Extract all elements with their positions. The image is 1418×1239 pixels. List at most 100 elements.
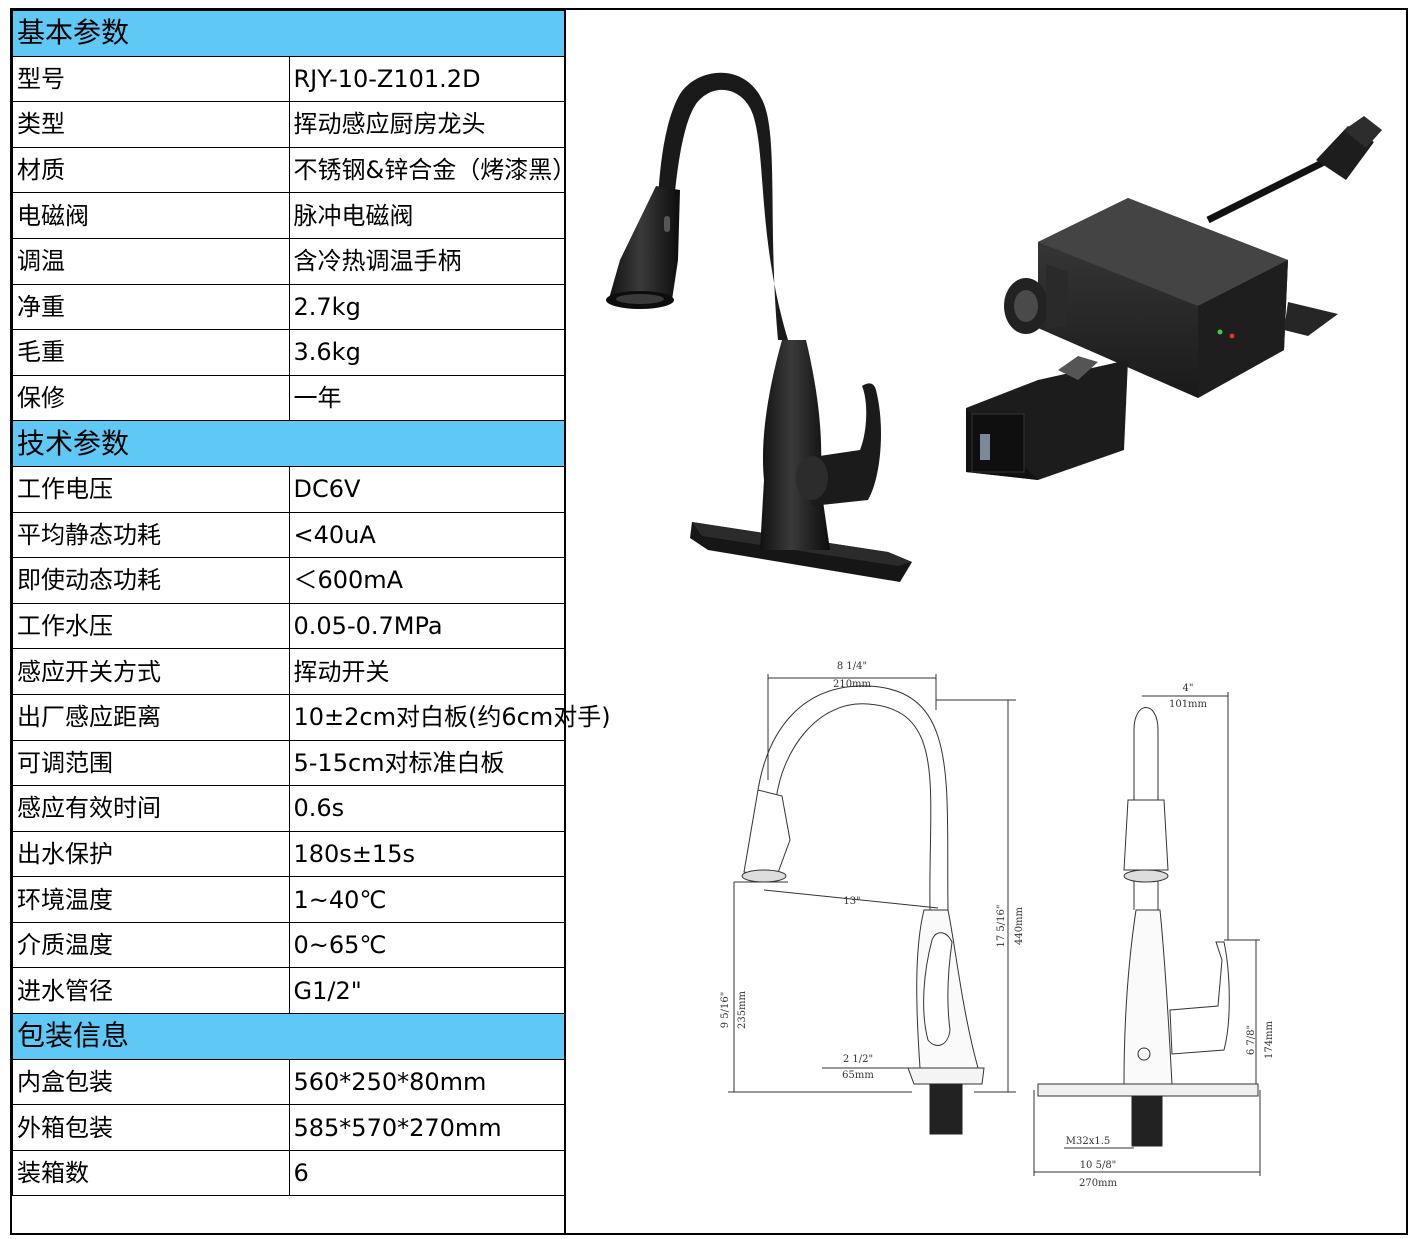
product-illustration: 8 1/4" 210mm 13" 2 1/2" 65mm 9 5/16" 235… (606, 72, 1382, 1189)
spec-row: 材质不锈钢&锌合金（烤漆黑） (12, 146, 576, 194)
spec-label: 调温 (12, 237, 290, 285)
spec-value: 10±2cm对白板(约6cm对手) (288, 693, 611, 741)
side-thread: M32x1.5 (1066, 1136, 1111, 1147)
spec-value: <40uA (288, 511, 566, 559)
spec-value: 不锈钢&锌合金（烤漆黑） (288, 146, 576, 194)
section-header-row: 基本参数 (12, 10, 566, 57)
spec-label: 平均静态功耗 (12, 511, 290, 559)
spec-row: 调温含冷热调温手柄 (12, 237, 566, 285)
front-reach: 13" (843, 896, 860, 907)
spec-value: 挥动感应厨房龙头 (288, 101, 566, 148)
spec-value: DC6V (288, 465, 566, 513)
spec-value: 585*570*270mm (288, 1104, 566, 1151)
spec-label: 感应有效时间 (12, 785, 290, 832)
spec-label: 可调范围 (12, 739, 290, 787)
section-title: 技术参数 (12, 420, 566, 467)
spec-row: 保修一年 (12, 374, 566, 422)
spec-label: 保修 (12, 374, 290, 422)
spec-value: 脉冲电磁阀 (288, 192, 566, 239)
faucet-photo (606, 72, 912, 582)
spec-value: 一年 (288, 374, 566, 422)
side-plate-mm: 270mm (1079, 1178, 1118, 1189)
spec-label: 出水保护 (12, 830, 290, 878)
spec-value: 0.05-0.7MPa (288, 602, 566, 650)
column-divider (564, 10, 566, 1235)
side-dimension-labels: 4" 101mm M32x1.5 10 5/8" 270mm 6 7/8" 17… (1066, 683, 1275, 1189)
front-dimension-labels: 8 1/4" 210mm 13" 2 1/2" 65mm 9 5/16" 235… (720, 661, 1025, 1081)
product-figures: 8 1/4" 210mm 13" 2 1/2" 65mm 9 5/16" 235… (568, 10, 1408, 1235)
side-top-in: 4" (1183, 683, 1194, 694)
side-plate-in: 10 5/8" (1080, 1160, 1117, 1171)
spec-value: 3.6kg (288, 329, 566, 376)
side-dimension-drawing (1033, 692, 1261, 1176)
spec-label: 毛重 (12, 329, 290, 376)
side-top-mm: 101mm (1169, 699, 1208, 710)
front-height-mm: 440mm (1014, 906, 1025, 945)
spec-label: 装箱数 (12, 1149, 290, 1197)
spec-value: 5-15cm对标准白板 (288, 739, 566, 787)
control-box-photo (966, 116, 1382, 480)
spec-row: 即使动态功耗＜600mA (12, 557, 566, 604)
front-base-in: 2 1/2" (843, 1054, 873, 1065)
spec-label: 材质 (12, 146, 290, 194)
spec-row: 类型挥动感应厨房龙头 (12, 101, 566, 148)
spec-label: 工作电压 (12, 465, 290, 513)
section-title: 基本参数 (12, 10, 566, 57)
spec-label: 外箱包装 (12, 1104, 290, 1151)
spec-value: 0.6s (288, 785, 566, 832)
spec-label: 内盒包装 (12, 1058, 290, 1106)
spec-row: 平均静态功耗<40uA (12, 511, 566, 559)
spec-label: 类型 (12, 101, 290, 148)
front-width-in: 8 1/4" (837, 661, 867, 672)
spec-label: 介质温度 (12, 921, 290, 969)
side-handle-mm: 174mm (1264, 1020, 1275, 1059)
spec-value: 6 (288, 1149, 566, 1197)
spec-value: 挥动开关 (288, 648, 566, 695)
spec-row: 感应开关方式挥动开关 (12, 648, 566, 695)
front-dimension-drawing (728, 674, 1016, 1135)
spec-value: ＜600mA (288, 557, 566, 604)
front-height-in: 17 5/16" (996, 905, 1007, 948)
spec-value: 0~65℃ (288, 921, 566, 969)
front-base-mm: 65mm (842, 1070, 874, 1081)
spec-label: 电磁阀 (12, 192, 290, 239)
spec-value: RJY-10-Z101.2D (288, 55, 566, 103)
spec-value: 含冷热调温手柄 (288, 237, 566, 285)
section-header-row: 包装信息 (12, 1013, 566, 1060)
spec-label: 出厂感应距离 (12, 693, 290, 741)
spec-label: 进水管径 (12, 967, 290, 1015)
spec-label: 工作水压 (12, 602, 290, 650)
side-handle-in: 6 7/8" (1246, 1025, 1257, 1055)
spec-label: 环境温度 (12, 876, 290, 923)
front-spray-h-in: 9 5/16" (720, 992, 731, 1029)
front-spray-h-mm: 235mm (737, 990, 748, 1029)
spec-value: 1~40℃ (288, 876, 566, 923)
front-width-mm: 210mm (833, 679, 872, 690)
spec-value: G1/2" (288, 967, 566, 1015)
section-title: 包装信息 (12, 1013, 566, 1060)
spec-value: 2.7kg (288, 283, 566, 331)
spec-label: 型号 (12, 55, 290, 103)
spec-value: 180s±15s (288, 830, 566, 878)
spec-label: 净重 (12, 283, 290, 331)
spec-label: 即使动态功耗 (12, 557, 290, 604)
spec-value: 560*250*80mm (288, 1058, 566, 1106)
section-header-row: 技术参数 (12, 420, 566, 467)
spec-label: 感应开关方式 (12, 648, 290, 695)
